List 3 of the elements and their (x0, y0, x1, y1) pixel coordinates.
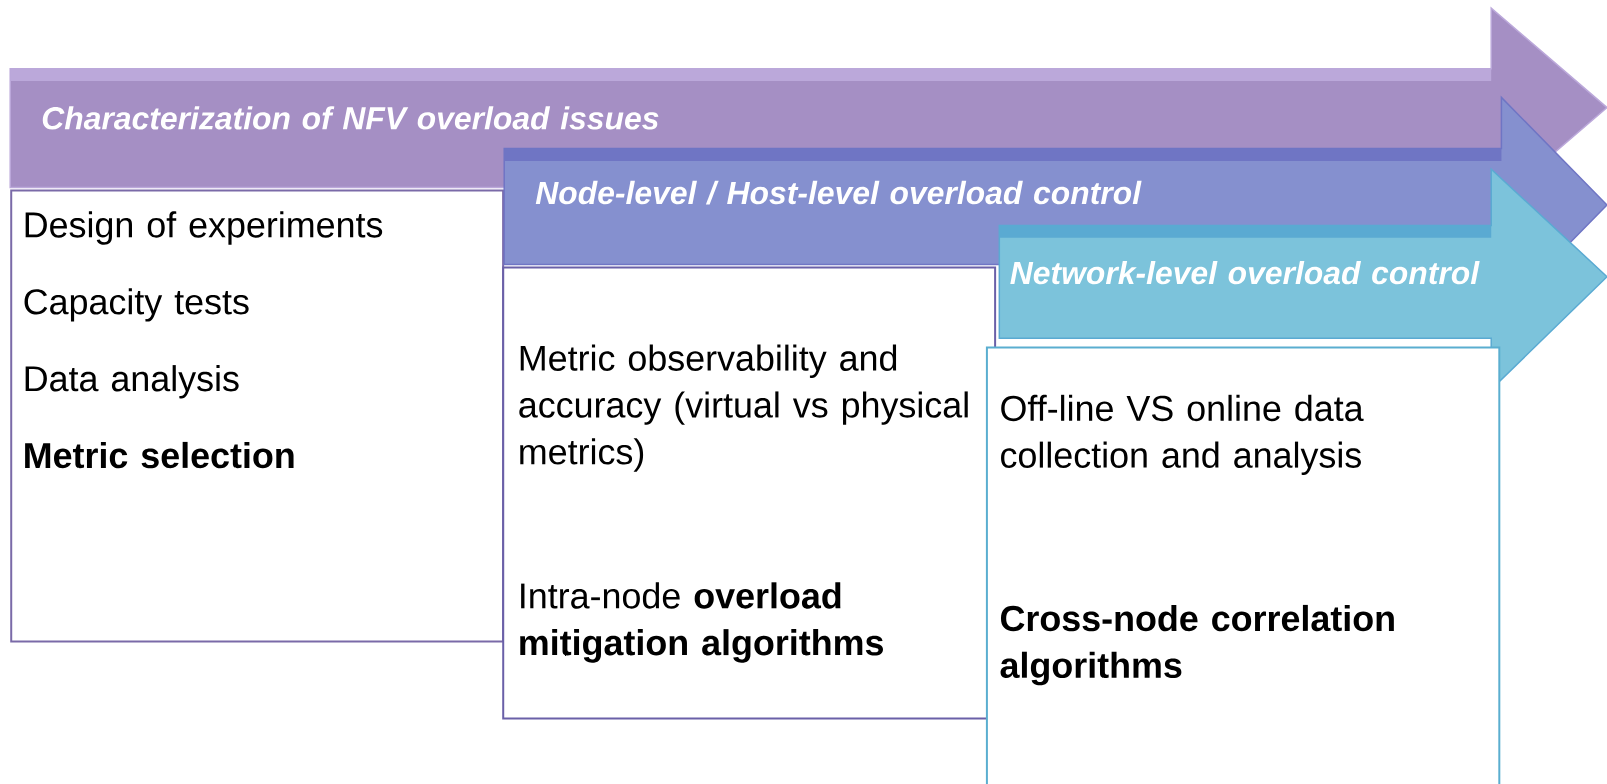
text-panel: Design of experiments Capacity tests Data analysis Metric selection (10, 189, 505, 643)
text-panel: Off-line VS online data collection and analysis Cross-node correlation algorithms (985, 346, 1501, 784)
text-panel: Metric observability and accuracy (virtual vs physical metrics) Intra-node overload mitigation algorithms (502, 266, 997, 720)
